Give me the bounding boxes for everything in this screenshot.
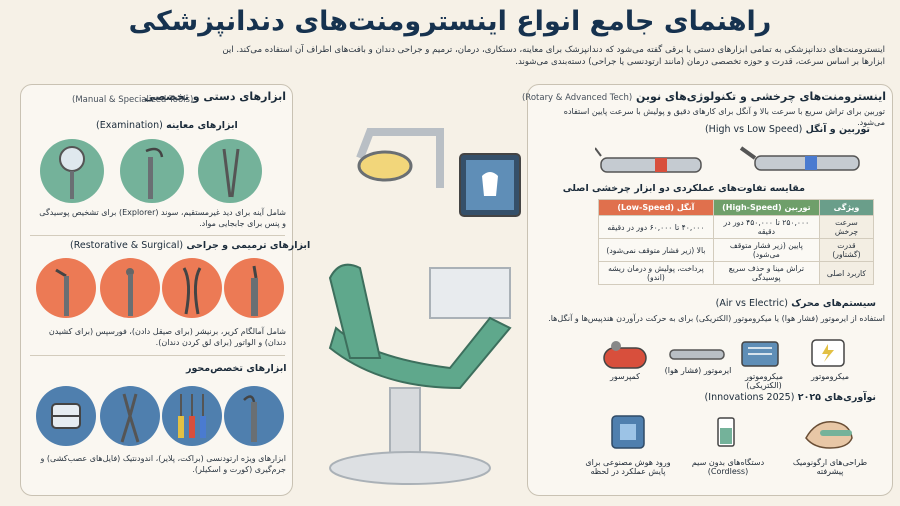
rotary-tech-title: اینسترومنت‌های چرخشی و تکنولوژی‌های نوین… (521, 90, 886, 103)
mirror-tool-circle (40, 139, 104, 203)
angle-handpiece-icon (739, 146, 860, 171)
innovation-label-ergonomic: طراحی‌های ارگونومیک پیشرفته (792, 458, 868, 476)
dental-chair-illustration (328, 128, 521, 485)
explorer-icon (145, 147, 164, 199)
exam-title: ابزارهای معاینه (Examination) (96, 120, 238, 131)
restorative-desc: شامل آمالگام کریر، برنیشر (برای صیقل داد… (48, 327, 286, 347)
electric-motor-icon (741, 341, 779, 367)
innovations-title: نوآوری‌های ۲۰۲۵ (2025 Innovations) (704, 392, 876, 403)
table-cell: بالا (زیر فشار متوقف نمی‌شود) (598, 238, 714, 262)
plier-icon (120, 393, 140, 443)
compressor-icon (603, 341, 647, 369)
forceps-icon (182, 267, 202, 315)
endo-file-icon (178, 394, 206, 438)
air-motor-icon (669, 349, 725, 360)
explorer-tool-circle (120, 139, 184, 203)
specialized-desc: ابزارهای ویژه ارتودنسی (براکت، پلایر)، ا… (40, 454, 286, 474)
page-title: راهنمای جامع انواع اینسترومنت‌های دندانپ… (128, 6, 772, 37)
innovation-label-ai: ورود هوش مصنوعی برای پایش عملکرد در لحظه (585, 458, 671, 476)
motor-desc: استفاده از ایرموتور (فشار هوا) یا میکروم… (548, 314, 885, 323)
table-cell: کاربرد اصلی (818, 261, 875, 285)
ai-chip-icon (611, 415, 645, 449)
table-cell: تراش مینا و حذف سریع پوسیدگی (712, 261, 820, 285)
table-row: کاربرد اصلی تراش مینا و حذف سریع پوسیدگی… (598, 261, 875, 285)
scaler-icon (243, 395, 257, 442)
table-header: ویژگی (818, 199, 875, 216)
table-row: سرعت چرخش ۲۵۰,۰۰۰ تا ۴۵۰,۰۰۰ دور در دقیق… (598, 215, 875, 239)
manual-tools-title-en: (Manual & Specialized Tools) (72, 95, 194, 105)
motor-label-electric: میکروموتور (الکتریکی) (744, 372, 784, 390)
table-cell: پرداخت، پولیش و درمان ریشه (اندو) (598, 261, 714, 285)
divider (30, 235, 285, 236)
tweezer-icon (222, 148, 240, 198)
table-row: قدرت (گشتاور) پایین (زیر فشار متوقف می‌ش… (598, 238, 875, 262)
cordless-battery-icon (717, 417, 735, 447)
motor-label-air: ایرموتور (فشار هوا) (664, 366, 732, 375)
table-cell: ۲۵۰,۰۰۰ تا ۴۵۰,۰۰۰ دور در دقیقه (712, 215, 820, 239)
table-cell: قدرت (گشتاور) (818, 238, 875, 262)
mirror-icon (59, 146, 85, 199)
handpieces-title: توربین و آنگل (High vs Low Speed) (704, 124, 870, 135)
manual-tools-title: ابزارهای دستی و تخصصی (144, 90, 286, 103)
specialized-title: ابزارهای تخصص‌محور (186, 363, 287, 374)
restorative-title: ابزارهای ترمیمی و جراحی (Restorative & S… (70, 240, 311, 251)
intro-text: اینسترومنت‌های دندانپزشکی به تمامی ابزار… (222, 45, 885, 67)
table-header: توربین (High-Speed) (712, 199, 820, 216)
table-cell: سرعت چرخش (818, 215, 875, 239)
table-cell: ۴۰,۰۰۰ تا ۶۰,۰۰۰ دور در دقیقه (598, 215, 714, 239)
table-cell: پایین (زیر فشار متوقف می‌شود) (712, 238, 820, 262)
tweezer-tool-circle (198, 139, 262, 203)
bracket-circle (36, 386, 96, 446)
amalgam-carrier-icon (55, 268, 69, 316)
exam-desc: شامل آینه برای دید غیرمستقیم، سوند (Expl… (39, 208, 286, 228)
rotary-desc: توربین برای تراش سریع با سرعت بالا و آنگ… (563, 107, 885, 127)
divider (30, 355, 285, 356)
bracket-icon (51, 403, 81, 429)
plier-circle (100, 386, 160, 446)
elevator-icon (251, 265, 258, 316)
turbine-handpiece-icon (595, 147, 702, 173)
table-header: آنگل (Low-Speed) (598, 199, 714, 216)
table-header-row: ویژگی توربین (High-Speed) آنگل (Low-Spee… (598, 199, 875, 216)
forceps-circle (162, 258, 222, 318)
amalgam-carrier-circle (36, 258, 96, 318)
motor-label-compressor: کمپرسور (610, 372, 640, 381)
motor-title: سیستم‌های محرک (Air vs Electric) (715, 298, 876, 309)
burnisher-circle (100, 258, 160, 318)
motor-label-micromotor: میکروموتور (810, 372, 850, 381)
compare-title: مقایسه تفاوت‌های عملکردی دو ابزار چرخشی … (562, 183, 805, 194)
endo-files-circle (162, 386, 222, 446)
micromotor-icon (811, 339, 845, 367)
burnisher-icon (126, 268, 134, 316)
innovation-label-cordless: دستگاه‌های بدون سیم (Cordless) (691, 458, 765, 476)
scaler-circle (224, 386, 284, 446)
comparison-table: ویژگی توربین (High-Speed) آنگل (Low-Spee… (598, 199, 875, 285)
ergonomic-hand-icon (805, 421, 853, 449)
elevator-circle (224, 258, 284, 318)
